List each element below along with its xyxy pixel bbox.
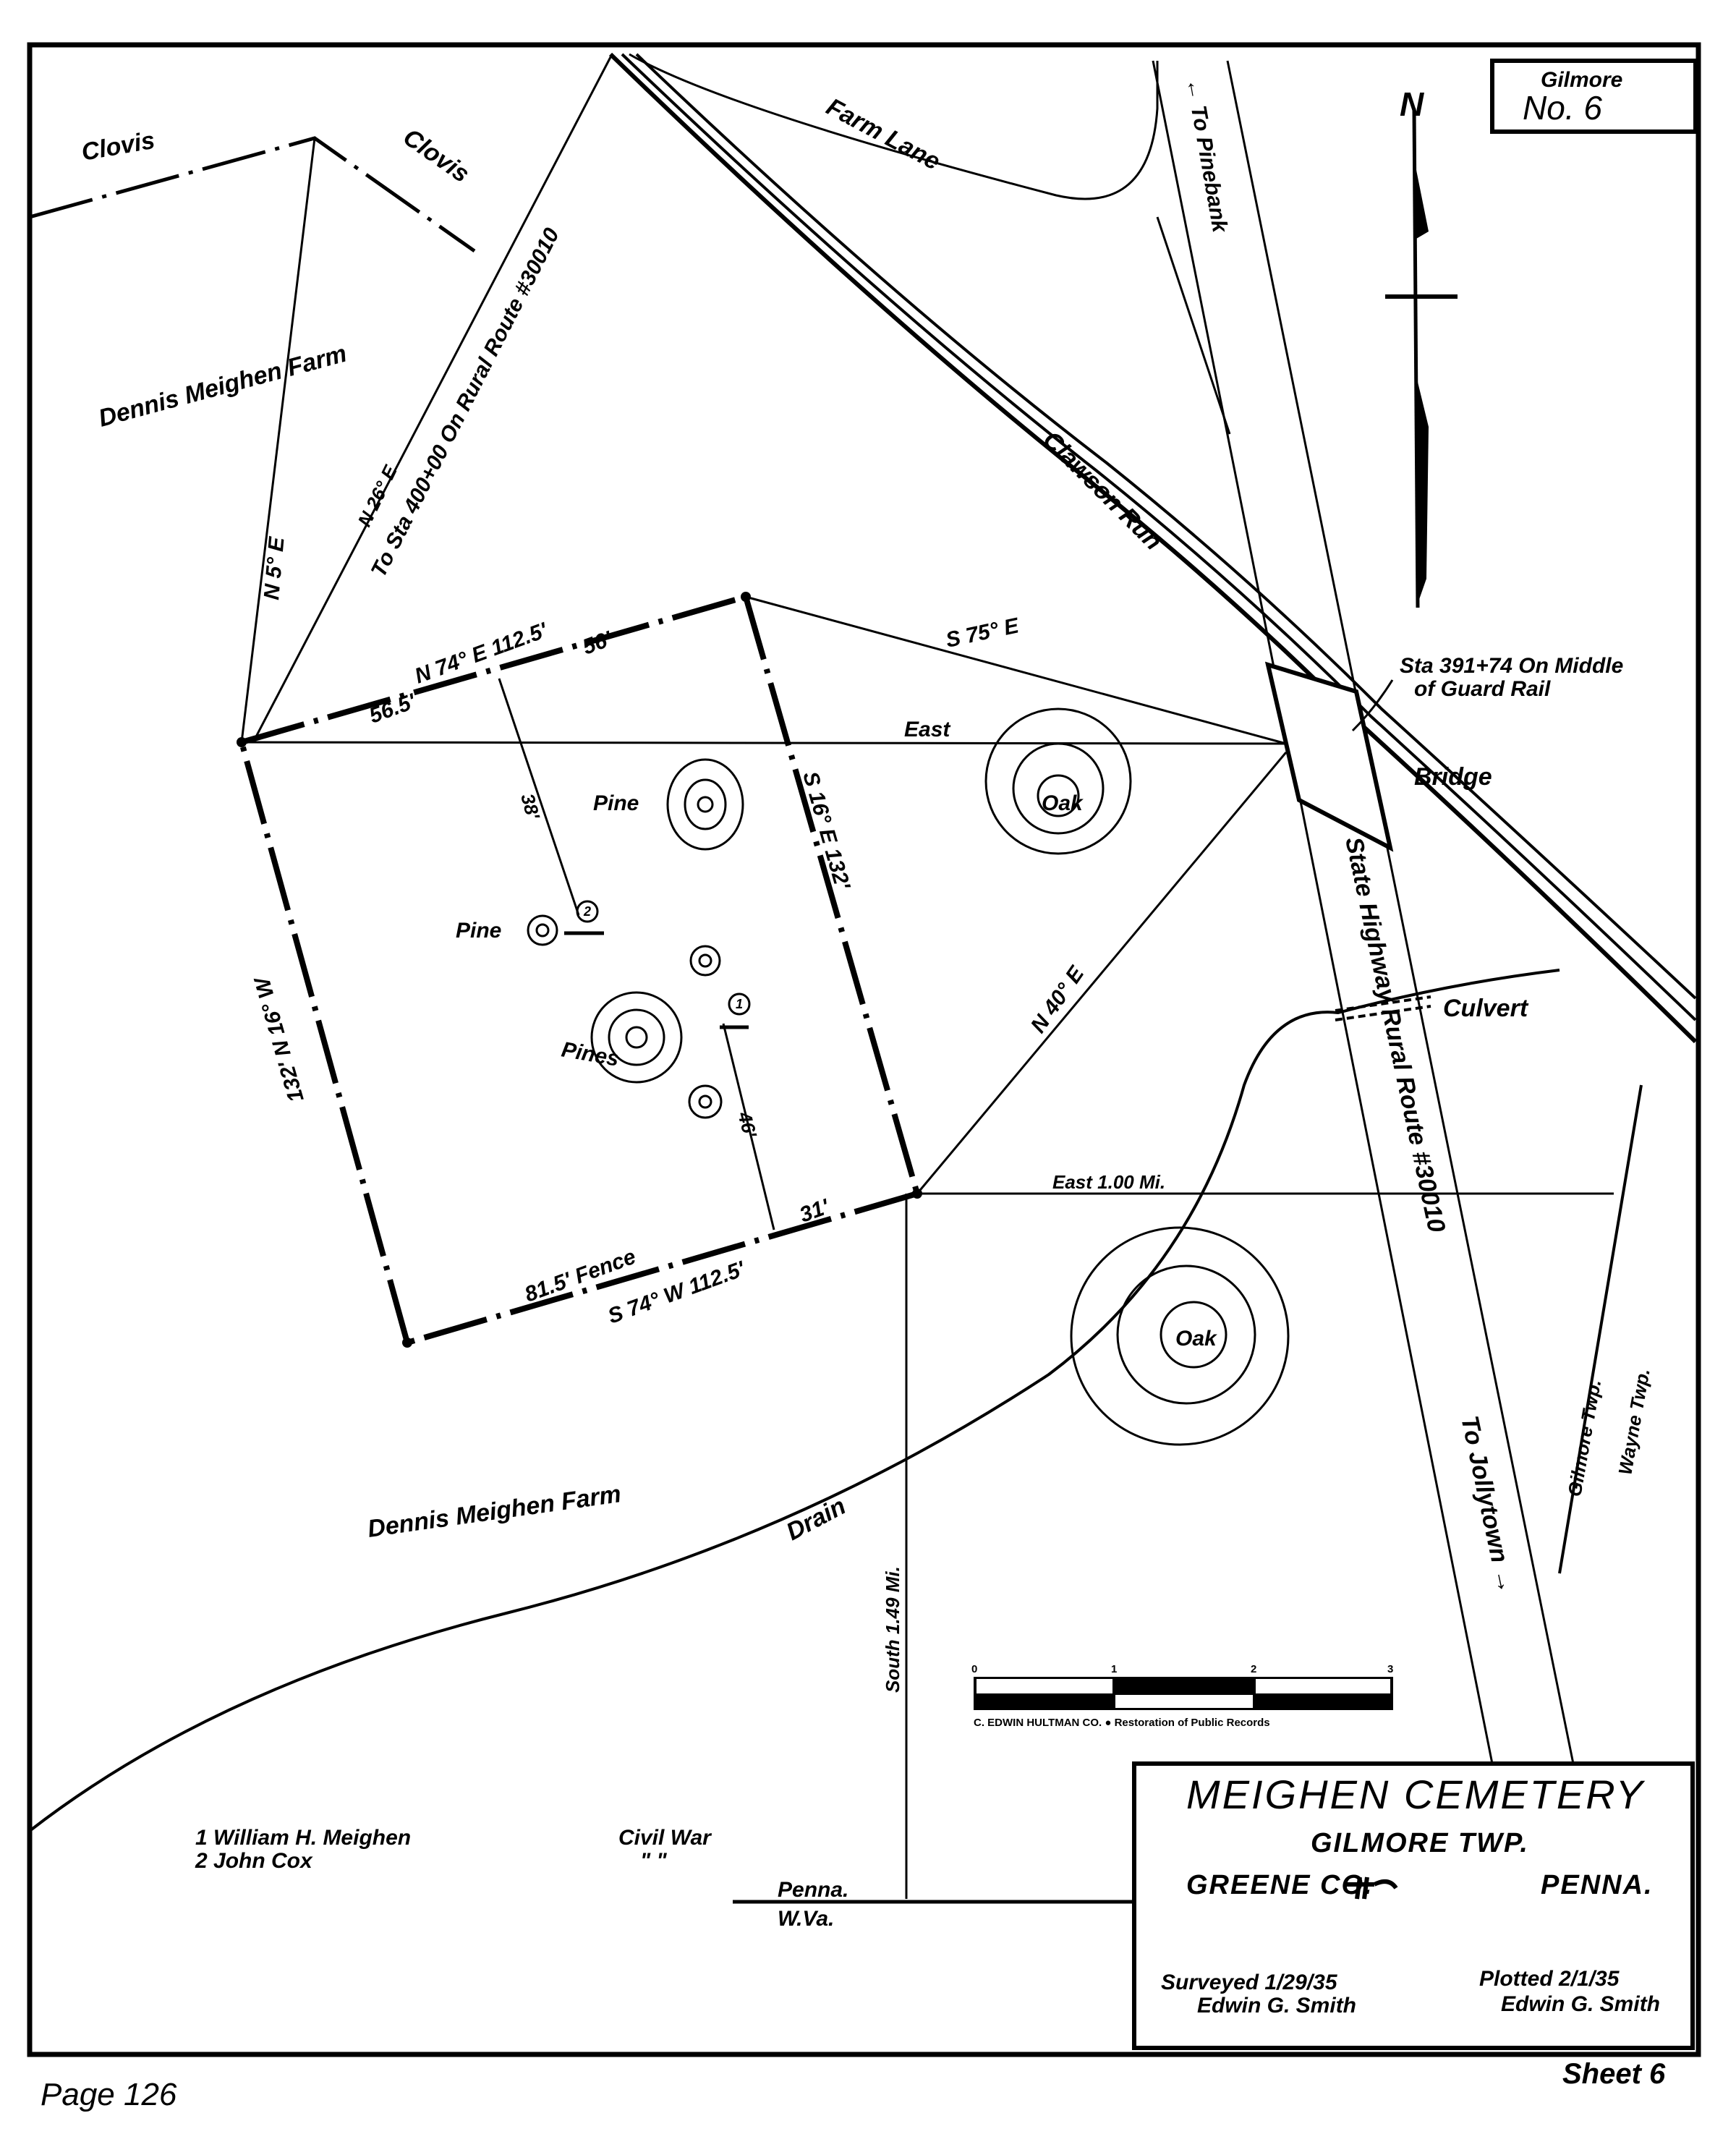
- grave-marker-1: 1: [720, 992, 751, 1029]
- legend-note-1: Civil War: [618, 1826, 712, 1850]
- grave-marker-2: 2: [564, 900, 604, 935]
- page-number: Page 126: [41, 2077, 177, 2112]
- line-n40e: [916, 752, 1288, 1194]
- label-grave2-offset: 38': [516, 791, 544, 822]
- plotted-date: Plotted 2/1/35: [1479, 1967, 1620, 1991]
- pine-tree-1: Pine: [593, 758, 744, 851]
- label-south-149: South 1.49 Mi.: [882, 1566, 903, 1693]
- scale-tick-2: 2: [1251, 1663, 1256, 1675]
- sheet-id-line1: Gilmore: [1541, 68, 1622, 92]
- bridge: [1264, 661, 1394, 852]
- clawson-run: [608, 52, 1698, 1044]
- label-east-side: S 16° E 132': [798, 769, 854, 893]
- label-north-seg1: 56.5': [366, 689, 420, 728]
- map-border: [27, 42, 1701, 2057]
- pines-cluster: Pines: [560, 991, 683, 1084]
- title-block: MEIGHEN CEMETERY GILMORE TWP. GREENE CO.…: [1132, 1761, 1695, 2050]
- sta-leader: [1351, 679, 1394, 732]
- highway-west-edge: [1152, 60, 1494, 1764]
- scale-tick-1: 1: [1111, 1663, 1117, 1675]
- pine-1-label: Pine: [593, 791, 639, 815]
- small-tree-b: [688, 1084, 723, 1119]
- label-penna: Penna.: [778, 1878, 848, 1902]
- small-tree-a: [689, 945, 721, 977]
- label-gilmore-twp: Gilmore Twp.: [1563, 1378, 1605, 1498]
- label-culvert: Culvert: [1443, 995, 1529, 1022]
- label-grave1-offset: 46': [733, 1109, 762, 1140]
- surveyed-date: Surveyed 1/29/35: [1161, 1971, 1338, 1994]
- label-sta-391-b: of Guard Rail: [1414, 677, 1551, 701]
- label-north-seg2: 56': [579, 626, 616, 659]
- label-clovis-1: Clovis: [80, 127, 157, 166]
- pine-tree-2: Pine: [456, 914, 558, 946]
- oak-tree-1: Oak: [984, 707, 1132, 855]
- label-clawson-run: Clawson Run: [1037, 426, 1167, 556]
- highway-east-edge: [1226, 60, 1575, 1764]
- culvert: [1335, 995, 1431, 1021]
- label-north-side: N 74° E 112.5': [412, 618, 551, 689]
- label-clovis-2: Clovis: [398, 123, 474, 188]
- label-to-sta-400: To Sta 400+00 On Rural Route #30010: [367, 224, 564, 581]
- pine-2-label: Pine: [456, 919, 501, 943]
- label-east: East: [904, 718, 951, 741]
- legend-note-2: " ": [640, 1849, 668, 1873]
- legend-name-1: 1 William H. Meighen: [195, 1826, 411, 1850]
- farm-lane-south: [1156, 216, 1231, 435]
- label-sta-391: Sta 391+74 On Middle: [1400, 654, 1623, 678]
- svg-text:2: 2: [583, 904, 591, 919]
- label-west-side: 132' N 16° W: [250, 973, 308, 1105]
- north-arrow-label: N: [1400, 85, 1424, 123]
- label-wva: W.Va.: [778, 1907, 834, 1931]
- label-meighen-farm-south: Dennis Meighen Farm: [366, 1480, 623, 1543]
- line-east: [241, 741, 1287, 745]
- scale-bar: 0 1 2 3 C. EDWIN HULTMAN CO. ● Restorati…: [971, 1663, 1393, 1729]
- farm-lane: [629, 53, 1159, 200]
- label-to-jollytown: To Jollytown →: [1455, 1414, 1520, 1596]
- scale-credit: C. EDWIN HULTMAN CO. ● Restoration of Pu…: [974, 1717, 1270, 1729]
- label-to-pinebank: ← To Pinebank: [1181, 76, 1232, 234]
- line-n26e: [252, 56, 612, 743]
- burial-legend: 1 William H. Meighen 2 John Cox Civil Wa…: [195, 1826, 712, 1873]
- title-township: GILMORE TWP.: [1311, 1828, 1529, 1858]
- sheet-id-box: Gilmore No. 6: [1490, 59, 1698, 134]
- oak-1-label: Oak: [1042, 791, 1084, 815]
- north-arrow-icon: N: [1385, 85, 1458, 608]
- scale-tick-3: 3: [1387, 1663, 1393, 1675]
- oak-tree-2: Oak: [1070, 1226, 1290, 1446]
- label-wayne-twp: Wayne Twp.: [1614, 1366, 1654, 1476]
- scale-tick-0: 0: [971, 1663, 977, 1675]
- label-s75e: S 75° E: [944, 613, 1022, 652]
- grave1-offset-line: [722, 1023, 775, 1230]
- label-n5e: N 5° E: [260, 535, 289, 601]
- plotted-by: Edwin G. Smith: [1501, 1992, 1660, 2016]
- svg-text:1: 1: [736, 997, 743, 1011]
- label-east-1mi: East 1.00 Mi.: [1052, 1171, 1165, 1193]
- label-fence: 81.5' Fence: [522, 1245, 639, 1307]
- flourish-icon: [1345, 1876, 1398, 1900]
- oak-2-label: Oak: [1175, 1327, 1217, 1351]
- line-s75e: [745, 595, 1287, 745]
- surveyed-by: Edwin G. Smith: [1197, 1994, 1356, 2018]
- line-n5e: [240, 137, 316, 743]
- label-drain: Drain: [782, 1492, 851, 1546]
- label-bridge: Bridge: [1414, 763, 1492, 791]
- title-county: GREENE CO.: [1186, 1870, 1374, 1900]
- drain: [28, 969, 1560, 1832]
- sheet-id-line2: No. 6: [1523, 89, 1602, 127]
- pines-label: Pines: [560, 1037, 621, 1071]
- legend-name-2: 2 John Cox: [195, 1849, 313, 1873]
- township-line: [1558, 1084, 1643, 1574]
- title-state: PENNA.: [1541, 1870, 1654, 1900]
- cemetery-plot: [237, 592, 922, 1348]
- label-meighen-farm-north: Dennis Meighen Farm: [95, 340, 349, 433]
- grave2-offset-line: [498, 678, 580, 916]
- map-title: MEIGHEN CEMETERY: [1186, 1772, 1646, 1817]
- label-highway: State Highway Rural Route #30010: [1340, 835, 1450, 1235]
- sheet-number: Sheet 6: [1562, 2058, 1666, 2090]
